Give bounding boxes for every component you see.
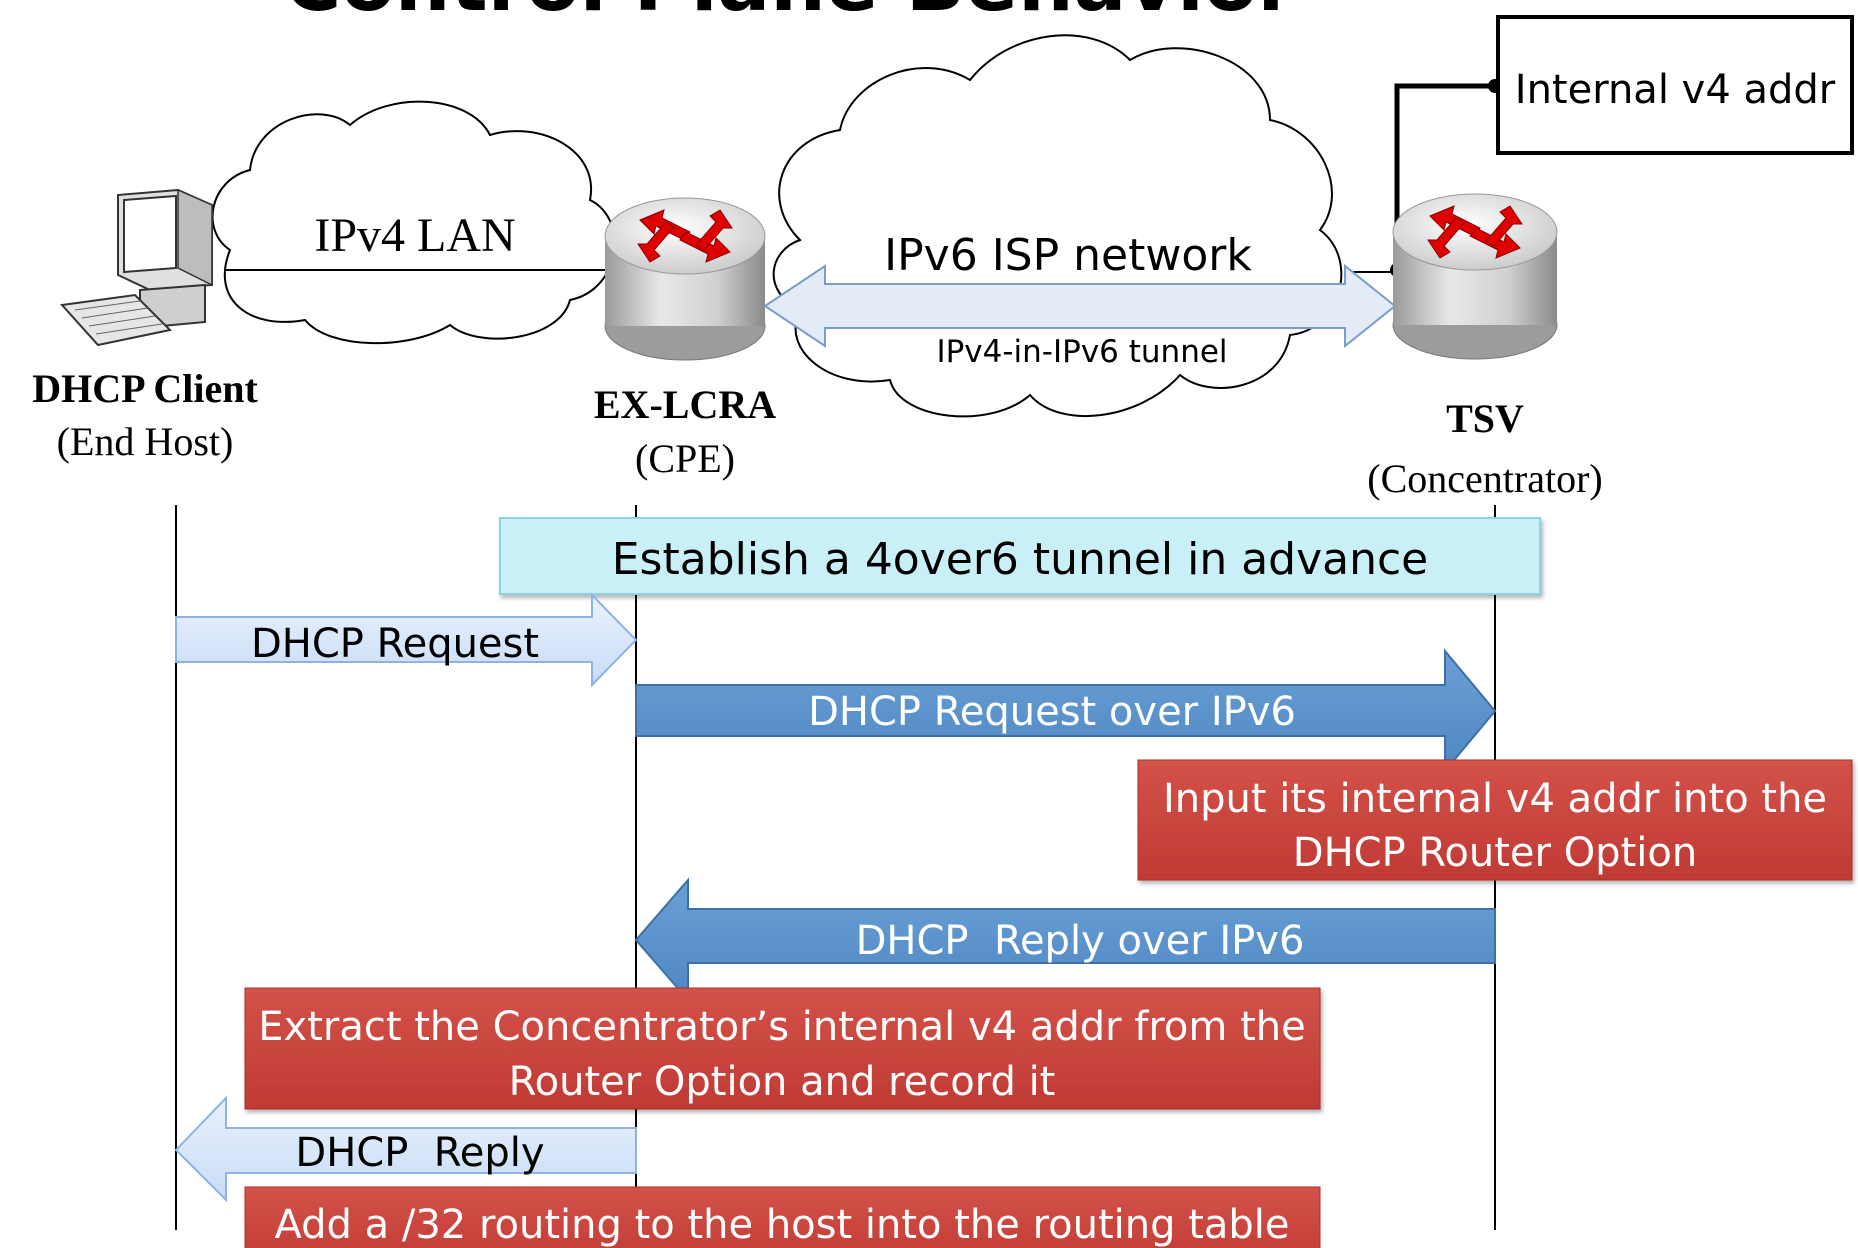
dhcp-request-arrow	[175, 592, 638, 688]
isp-label: IPv6 ISP network	[884, 230, 1252, 281]
client-role: (End Host)	[57, 419, 234, 464]
tsv-role: (Concentrator)	[1367, 456, 1602, 501]
computer-icon	[59, 188, 213, 347]
dhcp-reply-v6-label: DHCP Reply over IPv6	[856, 918, 1305, 964]
input-router-option-line2: DHCP Router Option	[1293, 830, 1697, 876]
callout-connector	[1394, 83, 1495, 270]
lan-cloud	[211, 100, 616, 345]
client-name: DHCP Client	[32, 366, 258, 411]
cpe-role: (CPE)	[635, 436, 735, 481]
callout-box	[1496, 15, 1854, 155]
dhcp-reply-arrow	[174, 1095, 637, 1203]
extract-router-option-box	[244, 987, 1321, 1110]
dhcp-request-v6-arrow	[635, 648, 1497, 774]
tsv-name: TSV	[1446, 396, 1524, 441]
tunnel-label: IPv4-in-IPv6 tunnel	[936, 334, 1227, 370]
lan-label: IPv4 LAN	[314, 209, 515, 262]
extract-router-option-line1: Extract the Concentrator’s internal v4 a…	[258, 1004, 1305, 1050]
extract-router-option-line2: Router Option and record it	[509, 1059, 1056, 1105]
establish-tunnel-label: Establish a 4over6 tunnel in advance	[612, 534, 1429, 585]
dhcp-request-v6-label: DHCP Request over IPv6	[808, 689, 1296, 735]
callout-label: Internal v4 addr	[1515, 67, 1836, 113]
dhcp-reply-label: DHCP Reply	[295, 1130, 544, 1176]
page-title-partial: Control Plane Behavior	[284, 0, 1296, 29]
input-router-option-box	[1137, 759, 1853, 881]
cpe-router-icon	[604, 197, 766, 361]
add-route-label: Add a /32 routing to the host into the r…	[274, 1202, 1289, 1248]
cpe-name: EX-LCRA	[594, 382, 776, 427]
tsv-router-icon	[1392, 193, 1558, 360]
add-route-box	[244, 1186, 1321, 1248]
input-router-option-line1: Input its internal v4 addr into the	[1163, 776, 1827, 822]
dhcp-reply-v6-arrow	[634, 877, 1496, 1003]
establish-tunnel-box	[499, 517, 1541, 595]
dhcp-request-label: DHCP Request	[251, 621, 539, 667]
